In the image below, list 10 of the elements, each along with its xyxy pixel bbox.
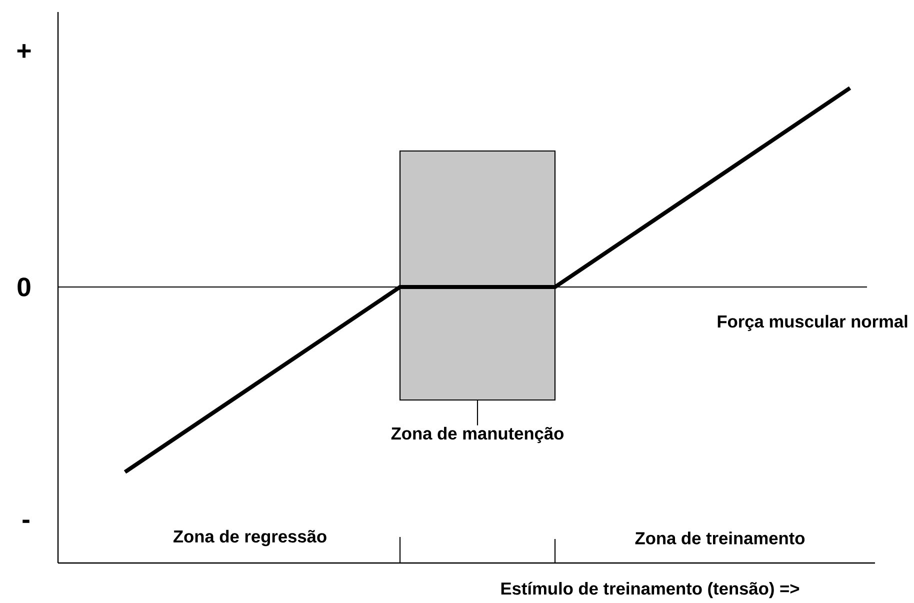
leader-line xyxy=(476,400,478,426)
shaded-zone xyxy=(399,150,556,401)
axis-sign: + xyxy=(17,44,31,58)
axis-sign: 0 xyxy=(18,278,30,296)
zone-label: Zona de regressão xyxy=(173,530,326,546)
zone-label: Zona de treinamento xyxy=(635,532,805,544)
line-label: Força muscular normal xyxy=(718,314,908,332)
axis-sign: - xyxy=(22,520,30,523)
zone-label: Zona de manutenção xyxy=(391,426,564,444)
axis-title: Estímulo de treinamento (tensão) => xyxy=(501,582,800,598)
